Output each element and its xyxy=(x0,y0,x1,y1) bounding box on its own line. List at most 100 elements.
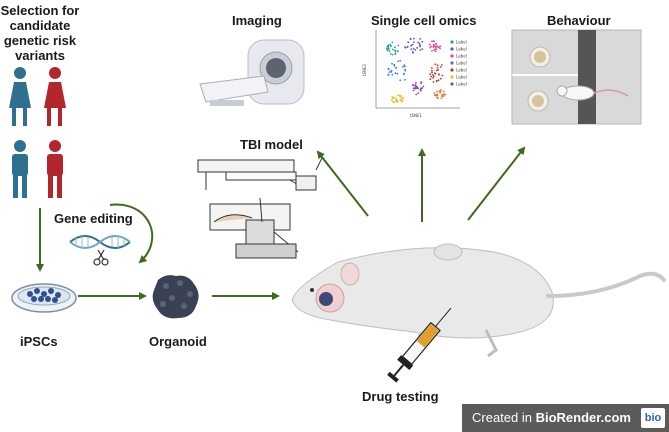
tsne-point xyxy=(436,64,439,67)
tsne-point xyxy=(416,47,418,49)
tsne-point xyxy=(419,88,422,91)
tsne-point xyxy=(430,75,433,78)
tsne-point xyxy=(439,66,442,68)
tsne-point xyxy=(440,89,442,91)
badge-text: Created in BioRender.com xyxy=(472,410,631,425)
tsne-point xyxy=(402,66,404,68)
tsne-point xyxy=(435,96,438,99)
tsne-point xyxy=(418,42,421,45)
tsne-point xyxy=(404,65,406,68)
tsne-legend-label: Label xyxy=(456,47,467,52)
tsne-point xyxy=(402,97,405,100)
tsne-point xyxy=(429,78,432,81)
tsne-point xyxy=(387,47,390,50)
tsne-point xyxy=(413,37,415,40)
tsne-point xyxy=(444,93,447,96)
tsne-point xyxy=(399,59,402,62)
tsne-point xyxy=(415,81,417,84)
tsne-point xyxy=(433,40,435,43)
tsne-legend-marker xyxy=(450,68,454,72)
tsne-point xyxy=(436,67,439,69)
tsne-point xyxy=(419,44,421,47)
tsne-point xyxy=(431,71,433,74)
tsne-legend-label: Label xyxy=(456,68,467,73)
tsne-point xyxy=(431,69,433,72)
label-behaviour: Behaviour xyxy=(547,13,611,28)
tsne-point xyxy=(394,46,396,49)
tsne-point xyxy=(430,45,433,48)
tsne-point xyxy=(438,90,441,93)
tsne-point xyxy=(403,64,406,66)
tsne-point xyxy=(432,74,434,76)
tsne-point xyxy=(406,45,409,48)
tsne-point xyxy=(435,48,438,50)
syringe-icon xyxy=(387,307,452,383)
tsne-point xyxy=(404,78,406,81)
tsne-legend-label: Label xyxy=(456,82,467,87)
tsne-point xyxy=(439,77,442,80)
tsne-point xyxy=(435,69,438,72)
tsne-point xyxy=(435,79,438,82)
organoid-icon xyxy=(152,275,199,319)
male-icon xyxy=(47,140,63,198)
tsne-point xyxy=(417,41,419,44)
arrow-to-imaging xyxy=(316,150,369,217)
tsne-point xyxy=(439,47,441,50)
tsne-point xyxy=(434,63,437,66)
tsne-point xyxy=(395,100,397,102)
tsne-legend-marker xyxy=(450,75,454,79)
tsne-point xyxy=(407,41,410,43)
tsne-point xyxy=(387,67,390,70)
tsne-point xyxy=(419,89,422,92)
badge-brand: BioRender.com xyxy=(535,410,631,425)
rat-cage-icon xyxy=(511,29,642,125)
tsne-point xyxy=(412,51,414,54)
tsne-point xyxy=(412,41,415,43)
tsne-point xyxy=(417,87,420,90)
label-selection: Selection for candidate genetic risk var… xyxy=(0,3,80,63)
female-icon xyxy=(44,67,66,126)
tsne-point xyxy=(434,72,436,75)
tsne-point xyxy=(441,74,444,77)
tsne-point xyxy=(431,50,433,52)
tsne-point xyxy=(391,53,394,56)
tsne-point xyxy=(414,49,417,51)
tsne-point xyxy=(438,73,440,76)
tsne-point xyxy=(395,66,398,69)
tsne-legend-label: Label xyxy=(456,40,467,45)
tsne-point xyxy=(412,48,415,50)
label-tbi-model: TBI model xyxy=(240,137,303,152)
tsne-point xyxy=(403,72,405,75)
tsne-point xyxy=(389,53,392,55)
arrow-gene-editing xyxy=(109,203,154,264)
tsne-point xyxy=(421,48,424,51)
tsne-point xyxy=(387,45,390,48)
tsne-point xyxy=(397,44,400,47)
tsne-point xyxy=(397,94,400,97)
tsne-point xyxy=(436,90,438,93)
female-icon xyxy=(9,67,31,126)
tsne-point xyxy=(432,43,435,46)
tsne-point xyxy=(390,99,393,102)
badge-prefix: Created in xyxy=(472,410,536,425)
tsne-point xyxy=(436,94,439,97)
tsne-point xyxy=(415,85,417,88)
tsne-point xyxy=(399,79,402,82)
tsne-point xyxy=(433,92,436,94)
tsne-point xyxy=(401,98,403,101)
tsne-point xyxy=(434,50,437,53)
tsne-point xyxy=(404,46,406,48)
tsne-point xyxy=(411,84,414,86)
tsne-point xyxy=(411,43,414,46)
tsne-point xyxy=(392,97,394,100)
tsne-point xyxy=(385,47,388,50)
biorender-badge[interactable]: Created in BioRender.com bio xyxy=(462,404,669,432)
petri-dish-icon xyxy=(11,283,77,313)
tsne-point xyxy=(432,77,434,79)
tsne-point xyxy=(409,37,412,40)
tsne-point xyxy=(440,97,443,99)
tsne-point xyxy=(433,48,436,51)
tsne-point xyxy=(393,96,396,99)
